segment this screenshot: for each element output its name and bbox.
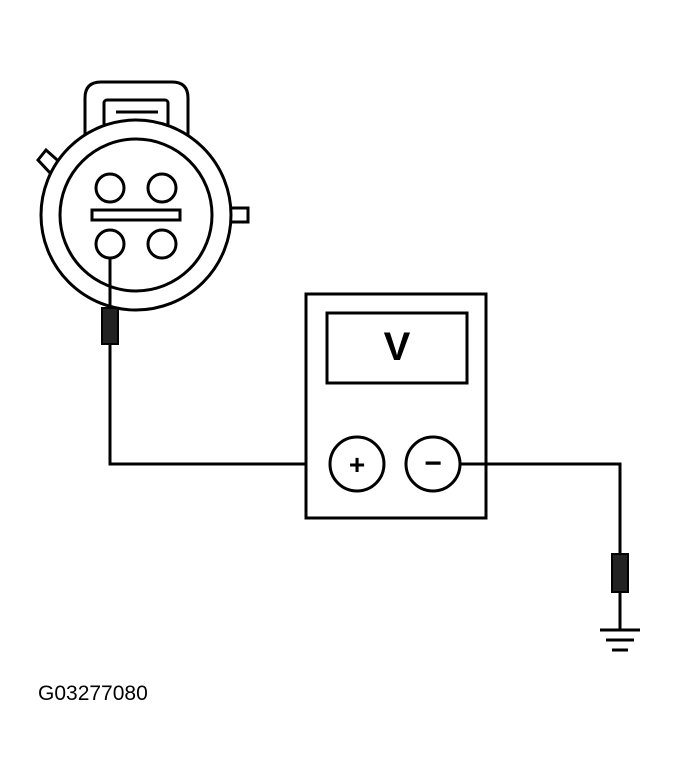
ground-symbol bbox=[600, 628, 640, 652]
connector-body bbox=[39, 118, 233, 312]
lead-positive bbox=[108, 344, 330, 466]
probe-ground bbox=[611, 553, 629, 630]
terminal-negative-label: − bbox=[424, 447, 442, 480]
connector-key bbox=[90, 208, 182, 222]
pin-1 bbox=[94, 172, 126, 204]
voltmeter-display bbox=[325, 311, 469, 385]
display-symbol: V bbox=[384, 325, 411, 369]
terminal-positive bbox=[328, 435, 386, 493]
voltmeter bbox=[304, 292, 488, 520]
probe-positive bbox=[101, 258, 119, 345]
connector-ear-left bbox=[36, 147, 65, 177]
lead-negative bbox=[460, 462, 622, 556]
connector-ear-right bbox=[224, 206, 250, 224]
pin-2 bbox=[146, 172, 178, 204]
figure-code: G03277080 bbox=[38, 682, 148, 705]
pin-4 bbox=[146, 228, 178, 260]
connector-face bbox=[58, 137, 214, 293]
sensor-connector bbox=[36, 80, 250, 312]
connector-latch bbox=[83, 80, 190, 140]
terminal-positive-label: + bbox=[349, 449, 365, 480]
